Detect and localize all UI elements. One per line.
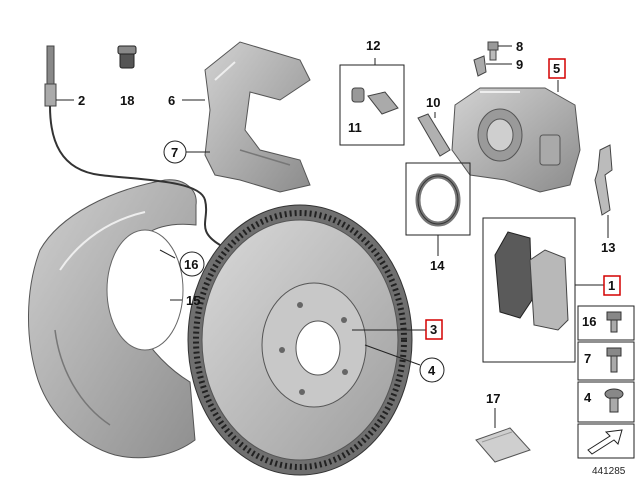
protection-plate (28, 179, 197, 459)
highlight-5 (548, 58, 566, 79)
label-5: 5 (553, 61, 560, 76)
label-4: 4 (428, 363, 436, 378)
caliper-carrier (204, 41, 311, 193)
legend-label-4: 4 (584, 390, 592, 405)
label-2: 2 (78, 93, 85, 108)
label-15: 15 (186, 293, 200, 308)
bleeder-cap (473, 55, 487, 77)
anti-rattle-spring (594, 144, 613, 216)
legend-box-4 (577, 381, 635, 423)
label-13: 13 (601, 240, 615, 255)
label-17: 17 (486, 391, 500, 406)
label-18: 18 (120, 93, 134, 108)
legend-label-16: 16 (582, 314, 596, 329)
legend-box-16 (577, 305, 635, 341)
label-1: 1 (608, 278, 615, 293)
label-8: 8 (516, 39, 523, 54)
leader-lines (56, 45, 609, 428)
label-7: 7 (171, 145, 178, 160)
diagram-number: 441285 (592, 466, 626, 477)
label-14: 14 (430, 258, 445, 273)
hex-nut (117, 45, 137, 69)
legend-label-7: 7 (584, 351, 591, 366)
label-10: 10 (426, 95, 440, 110)
grease-packet (475, 427, 531, 463)
guide-pin (417, 113, 451, 157)
highlight-1 (603, 275, 621, 296)
label-16: 16 (184, 257, 198, 272)
bolt-16 (606, 311, 622, 333)
brake-caliper (451, 87, 581, 193)
legend-box-arrow (577, 423, 635, 459)
brake-disc (187, 204, 413, 476)
direction-arrow-icon (587, 429, 623, 455)
label-6: 6 (168, 93, 175, 108)
brake-pad-set (494, 231, 569, 331)
legend-box-7 (577, 341, 635, 381)
callout-16 (179, 251, 205, 277)
label-12: 12 (366, 38, 380, 53)
brake-pad-kit-box (482, 217, 576, 363)
guide-sleeve (351, 87, 399, 115)
callout-4 (419, 357, 445, 383)
bolt-4 (604, 388, 624, 413)
label-11: 11 (348, 120, 362, 135)
bolt-7 (606, 347, 622, 373)
label-3: 3 (430, 322, 437, 337)
label-9: 9 (516, 57, 523, 72)
repair-kit-box (339, 64, 405, 146)
callout-7 (163, 140, 187, 164)
bleeder-screw (487, 41, 499, 61)
piston-seal (415, 173, 461, 227)
highlight-3 (425, 319, 443, 340)
